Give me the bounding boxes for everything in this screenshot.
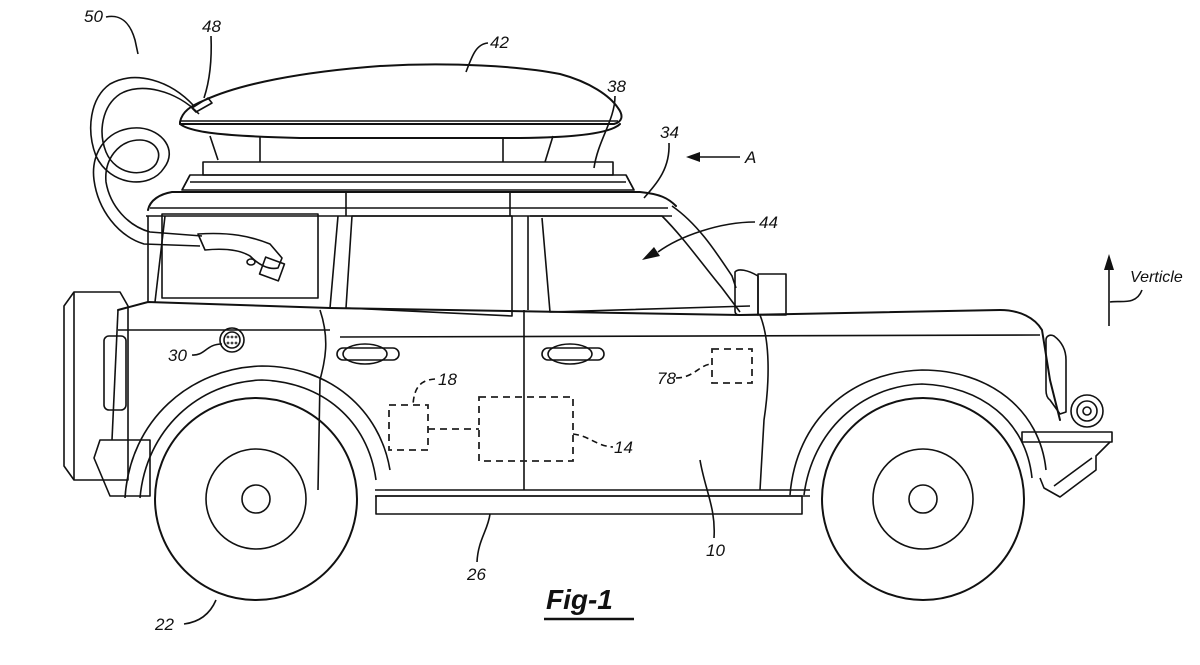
direction-arrow-a <box>686 152 740 162</box>
label-42: 42 <box>490 33 509 52</box>
label-10: 10 <box>706 541 725 560</box>
rear-bumper <box>93 439 151 497</box>
leader-30 <box>191 343 223 356</box>
rear-wheel-arch <box>124 365 391 499</box>
leader-34 <box>643 142 670 199</box>
label-34: 34 <box>660 123 679 142</box>
leader-26 <box>476 513 491 563</box>
leader-42 <box>465 42 489 73</box>
front-door-handle <box>541 343 605 365</box>
side-step <box>375 495 803 515</box>
label-14: 14 <box>614 438 633 457</box>
module-14-box <box>478 396 574 462</box>
leader-78 <box>675 363 713 379</box>
label-78: 78 <box>657 369 676 388</box>
rear-window <box>147 213 319 303</box>
label-50: 50 <box>84 7 103 26</box>
leader-22 <box>183 599 217 625</box>
leader-10 <box>699 459 716 539</box>
charge-port <box>219 327 245 353</box>
arrowhead-44-icon <box>642 247 660 260</box>
label-26: 26 <box>466 565 486 584</box>
leader-38 <box>593 95 616 169</box>
front-wheel <box>821 397 1025 601</box>
figure-title: Fig-1 <box>546 584 613 615</box>
label-48: 48 <box>202 17 221 36</box>
label-direction-a: A <box>744 148 756 167</box>
arrowhead-left-icon <box>686 152 700 162</box>
label-verticle: Verticle <box>1130 269 1183 286</box>
vertical-axis-arrow <box>1104 254 1143 326</box>
leader-18 <box>412 378 436 406</box>
front-door-window <box>527 205 751 313</box>
leader-14 <box>572 433 614 448</box>
module-18-box <box>388 404 429 451</box>
rear-wheel <box>154 397 358 601</box>
side-mirror <box>734 269 787 316</box>
front-end <box>1021 334 1113 498</box>
label-38: 38 <box>607 77 626 96</box>
spare-tire <box>63 291 129 481</box>
label-18: 18 <box>438 370 457 389</box>
vehicle-roof <box>146 191 677 217</box>
label-22: 22 <box>154 615 174 634</box>
label-30: 30 <box>168 346 187 365</box>
rear-door-handle <box>336 343 400 365</box>
charging-cable <box>90 76 286 282</box>
leader-44 <box>657 221 756 253</box>
front-wheel-arch <box>789 369 1047 496</box>
leader-48 <box>203 35 213 99</box>
rear-door-window <box>329 215 513 317</box>
roof-rack <box>181 161 635 191</box>
label-44: 44 <box>759 213 778 232</box>
module-78-box <box>711 348 753 384</box>
leader-50 <box>105 15 139 55</box>
arrowhead-up-icon <box>1104 254 1114 270</box>
roof-cargo-box <box>179 63 623 163</box>
